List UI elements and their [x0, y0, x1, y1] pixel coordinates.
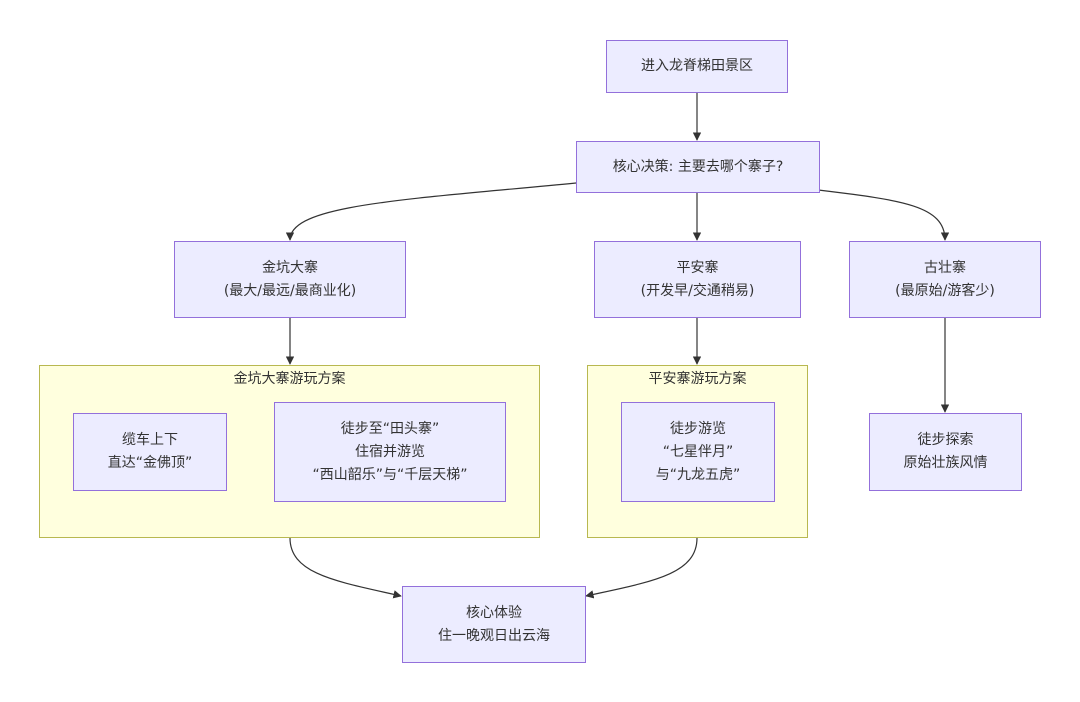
node-decision[interactable]: 核心决策: 主要去哪个寨子?: [576, 141, 820, 193]
node-label: 金坑大寨: [262, 259, 318, 276]
node-label: 古壮寨: [924, 259, 966, 276]
node-jinkeng[interactable]: 金坑大寨 (最大/最远/最商业化): [174, 241, 406, 318]
node-label: 徒步至“田头寨”: [340, 420, 440, 437]
node-label: 徒步游览: [670, 420, 726, 437]
node-label: 平安寨: [676, 259, 719, 276]
node-label: (最大/最远/最商业化): [223, 282, 357, 299]
node-label: 徒步探索: [917, 432, 974, 448]
edge-jinkeng-core: [289, 537, 402, 599]
node-label: 住宿并游览: [355, 443, 425, 460]
node-cable-car[interactable]: 缆车上下 直达“金佛顶”: [73, 413, 227, 491]
edge-pingan-core: [585, 537, 698, 599]
node-label: 住一晚观日出云海: [438, 627, 550, 644]
cluster-title: 平安寨游玩方案: [648, 371, 747, 387]
node-pingan[interactable]: 平安寨 (开发早/交通稍易): [594, 241, 801, 318]
node-label: 核心体验: [466, 604, 522, 621]
node-hike-guzhuang[interactable]: 徒步探索 原始壮族风情: [869, 413, 1022, 491]
node-label: 与“九龙五虎”: [655, 466, 741, 483]
cluster-title: 金坑大寨游玩方案: [233, 371, 346, 387]
node-entry[interactable]: 进入龙脊梯田景区: [606, 40, 788, 93]
node-label: 直达“金佛顶”: [107, 455, 193, 471]
node-label: 原始壮族风情: [903, 455, 988, 471]
node-hike-tiantou[interactable]: 徒步至“田头寨” 住宿并游览 “西山韶乐”与“千层天梯”: [274, 402, 506, 502]
node-label: “西山韶乐”与“千层天梯”: [312, 466, 468, 483]
edge-decision-jinkeng: [285, 182, 577, 241]
node-label: (最原始/游客少): [895, 282, 995, 299]
node-core-experience[interactable]: 核心体验 住一晚观日出云海: [402, 586, 586, 663]
edge-decision-guzhuang: [817, 189, 950, 241]
node-label: (开发早/交通稍易): [640, 282, 755, 299]
node-label: 缆车上下: [122, 432, 178, 448]
node-hike-qixing[interactable]: 徒步游览 “七星伴月” 与“九龙五虎”: [621, 402, 775, 502]
node-label: “七星伴月”: [662, 443, 734, 460]
node-label: 进入龙脊梯田景区: [641, 58, 753, 74]
node-guzhuang[interactable]: 古壮寨 (最原始/游客少): [849, 241, 1041, 318]
node-label: 核心决策: 主要去哪个寨子?: [612, 158, 784, 175]
